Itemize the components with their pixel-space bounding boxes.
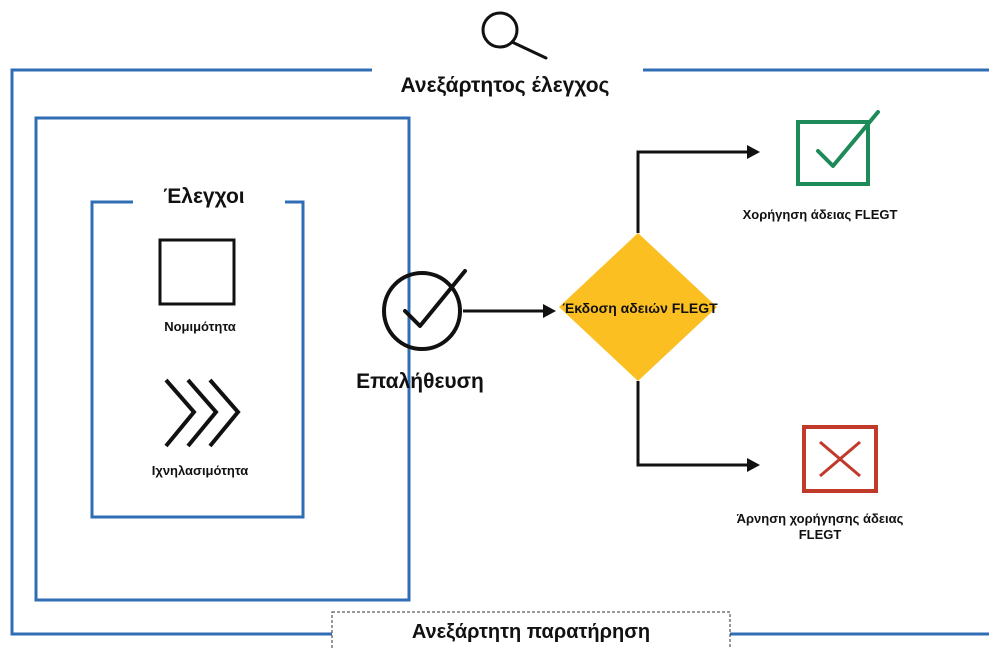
outer-frame xyxy=(10,68,372,636)
square-icon xyxy=(158,238,236,306)
check-circle-icon xyxy=(382,269,467,351)
traceability-label: Ιχνηλασιμότητα xyxy=(151,463,249,478)
check-box-icon xyxy=(796,110,880,186)
verification-label: Επαλήθευση xyxy=(356,370,484,393)
deny-licence-label: Άρνηση χορήγησης άδειας FLEGT xyxy=(736,511,904,542)
checks-frame xyxy=(90,200,305,519)
arrow-to-deny xyxy=(636,381,750,467)
independent-audit-title: Ανεξάρτητος έλεγχος xyxy=(400,74,610,97)
grant-licence-label: Χορήγηση άδειας FLEGT xyxy=(742,207,898,222)
independent-observation-label: Ανεξάρτητη παρατήρηση xyxy=(411,621,651,643)
chevrons-right-icon xyxy=(164,378,241,448)
issue-licences-label: Έκδοση αδειών FLEGT xyxy=(562,300,718,316)
decision-diamond xyxy=(559,233,717,381)
arrow-to-grant xyxy=(636,150,750,233)
inner-frame xyxy=(34,116,411,602)
arrowhead-to-decision xyxy=(543,304,556,318)
arrowhead-to-deny xyxy=(747,458,760,472)
x-box-icon xyxy=(802,425,878,493)
arrowhead-to-grant xyxy=(747,145,760,159)
observation-frame xyxy=(331,611,731,649)
legality-label: Νομιμότητα xyxy=(164,319,236,334)
search-icon xyxy=(481,11,548,60)
checks-title: Έλεγχοι xyxy=(163,185,245,208)
